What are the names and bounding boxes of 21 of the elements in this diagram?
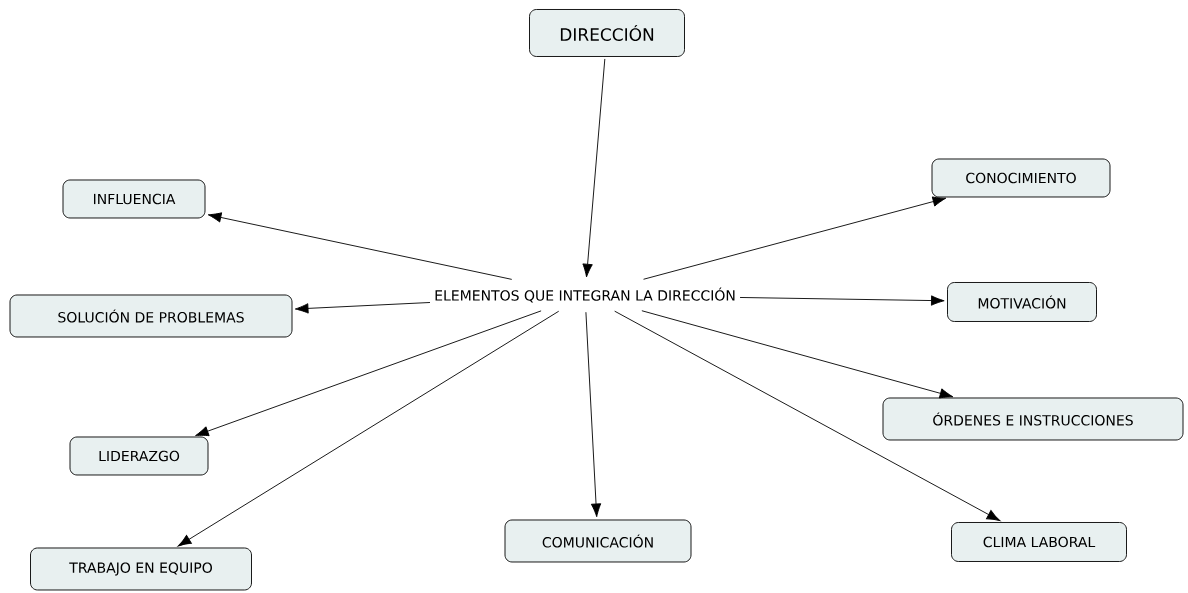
concept-box: INFLUENCIA bbox=[62, 179, 206, 219]
concept-box: DIRECCIÓN bbox=[529, 9, 685, 57]
concept-box: SOLUCIÓN DE PROBLEMAS bbox=[9, 294, 293, 338]
concept-box: TRABAJO EN EQUIPO bbox=[30, 547, 252, 591]
arrow bbox=[585, 311, 602, 518]
concept-box: ÓRDENES E INSTRUCCIONES bbox=[882, 397, 1184, 441]
arrow bbox=[739, 295, 945, 306]
concept-box: COMUNICACIÓN bbox=[504, 519, 692, 563]
arrow bbox=[294, 302, 431, 314]
arrow bbox=[643, 196, 947, 280]
arrow bbox=[582, 58, 606, 278]
arrow bbox=[177, 310, 560, 547]
arrow bbox=[207, 212, 513, 280]
concept-box: CONOCIMIENTO bbox=[931, 158, 1111, 198]
arrow bbox=[614, 310, 1001, 522]
concept-box: MOTIVACIÓN bbox=[947, 282, 1097, 322]
concept-box: LIDERAZGO bbox=[69, 436, 209, 476]
concept-box: CLIMA LABORAL bbox=[951, 522, 1127, 562]
arrow bbox=[195, 310, 542, 437]
concept-label: ELEMENTOS QUE INTEGRAN LA DIRECCIÓN bbox=[435, 287, 735, 303]
arrow bbox=[641, 310, 954, 399]
